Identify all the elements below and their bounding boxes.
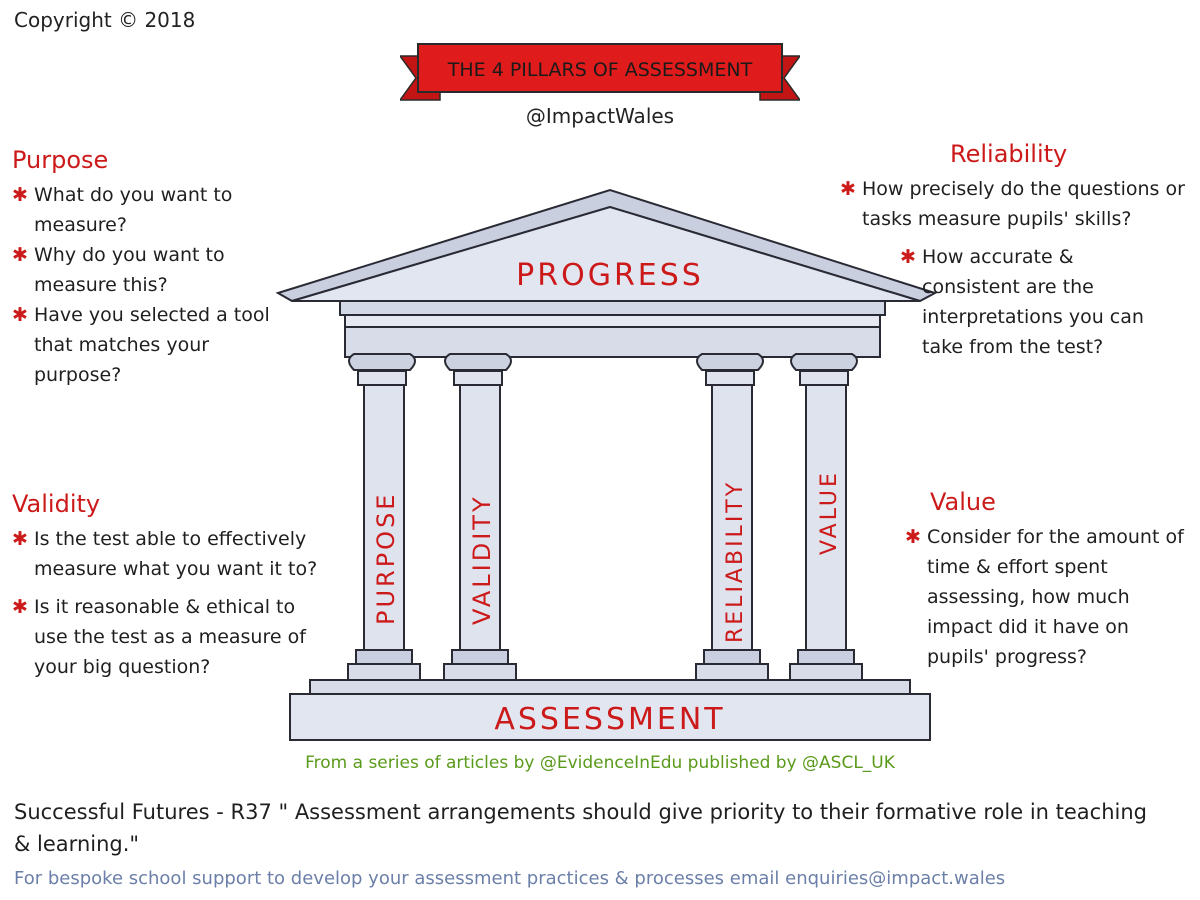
- asterisk-icon: ✱: [12, 244, 28, 266]
- pillar-purpose: PURPOSE: [347, 353, 421, 681]
- roof-label: PROGRESS: [516, 258, 704, 293]
- temple-base: ASSESSMENT: [289, 679, 931, 741]
- list-item: ✱Is it reasonable & ethical to use the t…: [12, 592, 332, 682]
- asterisk-icon: ✱: [12, 596, 28, 618]
- asterisk-icon: ✱: [12, 184, 28, 206]
- pillar-value: VALUE: [789, 353, 863, 681]
- value-heading: Value: [930, 488, 996, 516]
- reliability-section: Reliability ✱How precisely do the questi…: [840, 140, 1190, 362]
- support-text: For bespoke school support to develop yo…: [14, 868, 1006, 889]
- pillar-reliability: RELIABILITY: [695, 353, 769, 681]
- banner-title: THE 4 PILLARS OF ASSESSMENT: [447, 59, 753, 81]
- title-banner: THE 4 PILLARS OF ASSESSMENT: [400, 43, 800, 101]
- pillar-label-value: VALUE: [817, 470, 842, 555]
- list-item: ✱How accurate & consistent are the inter…: [900, 242, 1172, 362]
- reliability-heading: Reliability: [950, 140, 1068, 168]
- value-section: Value ✱Consider for the amount of time &…: [905, 488, 1190, 672]
- validity-section: Validity ✱Is the test able to effectivel…: [12, 490, 332, 682]
- list-item: ✱What do you want to measure?: [12, 180, 312, 240]
- list-item: ✱Consider for the amount of time & effor…: [905, 522, 1190, 672]
- asterisk-icon: ✱: [900, 246, 916, 268]
- purpose-heading: Purpose: [12, 146, 109, 174]
- asterisk-icon: ✱: [905, 526, 921, 548]
- temple-diagram: PROGRESS PURPOSE VALIDITY RELIABILITY VA…: [275, 188, 938, 741]
- purpose-section: Purpose ✱What do you want to measure? ✱W…: [12, 146, 312, 390]
- list-item: ✱Is the test able to effectively measure…: [12, 524, 332, 584]
- pillar-label-validity: VALIDITY: [468, 494, 496, 625]
- list-item: ✱Have you selected a tool that matches y…: [12, 300, 284, 390]
- temple-roof: PROGRESS: [275, 188, 938, 358]
- copyright-text: Copyright © 2018: [14, 8, 196, 32]
- asterisk-icon: ✱: [12, 528, 28, 550]
- validity-heading: Validity: [12, 490, 101, 518]
- pillar-label-purpose: PURPOSE: [372, 492, 400, 625]
- asterisk-icon: ✱: [12, 304, 28, 326]
- handle-text: @ImpactWales: [525, 104, 675, 128]
- list-item: ✱Why do you want to measure this?: [12, 240, 312, 300]
- base-label: ASSESSMENT: [494, 702, 725, 737]
- list-item: ✱How precisely do the questions or tasks…: [840, 174, 1190, 234]
- quote-text: Successful Futures - R37 " Assessment ar…: [14, 800, 1147, 856]
- asterisk-icon: ✱: [840, 178, 856, 200]
- source-text: From a series of articles by @EvidenceIn…: [305, 753, 895, 773]
- pillar-validity: VALIDITY: [443, 353, 517, 681]
- pillar-label-reliability: RELIABILITY: [723, 480, 748, 643]
